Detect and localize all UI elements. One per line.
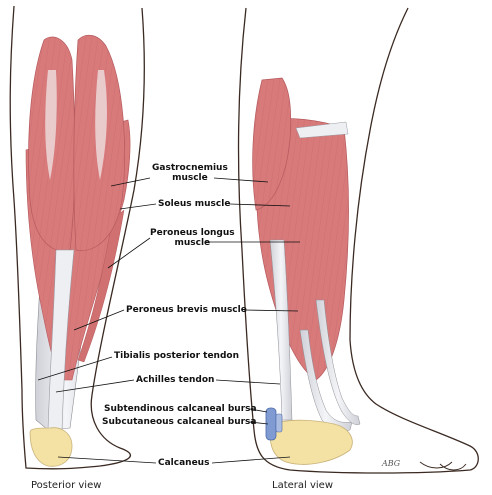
label-gastrocnemius-line1: Gastrocnemius [152,163,228,173]
label-gastrocnemius-line2: muscle [172,173,208,183]
label-tibialis-posterior: Tibialis posterior tendon [114,351,239,361]
label-peroneus-brevis: Peroneus brevis muscle [126,305,247,315]
label-peroneus-longus-line2: muscle [174,238,211,248]
lateral-tendons [269,239,293,421]
label-achilles: Achilles tendon [136,375,215,385]
label-subcutaneous: Subcutaneous calcaneal bursa [102,417,257,427]
lateral-skin-outline [237,7,479,474]
subtendinous-bursa [275,413,283,433]
lateral-leg [237,7,479,474]
posterior-leg [9,5,146,470]
label-soleus: Soleus muscle [158,199,231,209]
lateral-view-caption: Lateral view [272,480,333,491]
label-peroneus-longus-line1: Peroneus longus [150,228,235,238]
label-calcaneus: Calcaneus [158,458,210,468]
label-subtendinous: Subtendinous calcaneal bursa [104,404,257,414]
label-gastrocnemius: Gastrocnemius muscle [152,163,228,183]
leader-lines [37,177,300,464]
artist-signature: ABG [382,459,401,468]
posterior-calcaneus [29,427,73,467]
posterior-skin-outline [9,5,146,470]
lateral-calcaneus [269,419,353,465]
label-peroneus-longus: Peroneus longus muscle [150,228,235,248]
posterior-view-caption: Posterior view [31,480,102,491]
